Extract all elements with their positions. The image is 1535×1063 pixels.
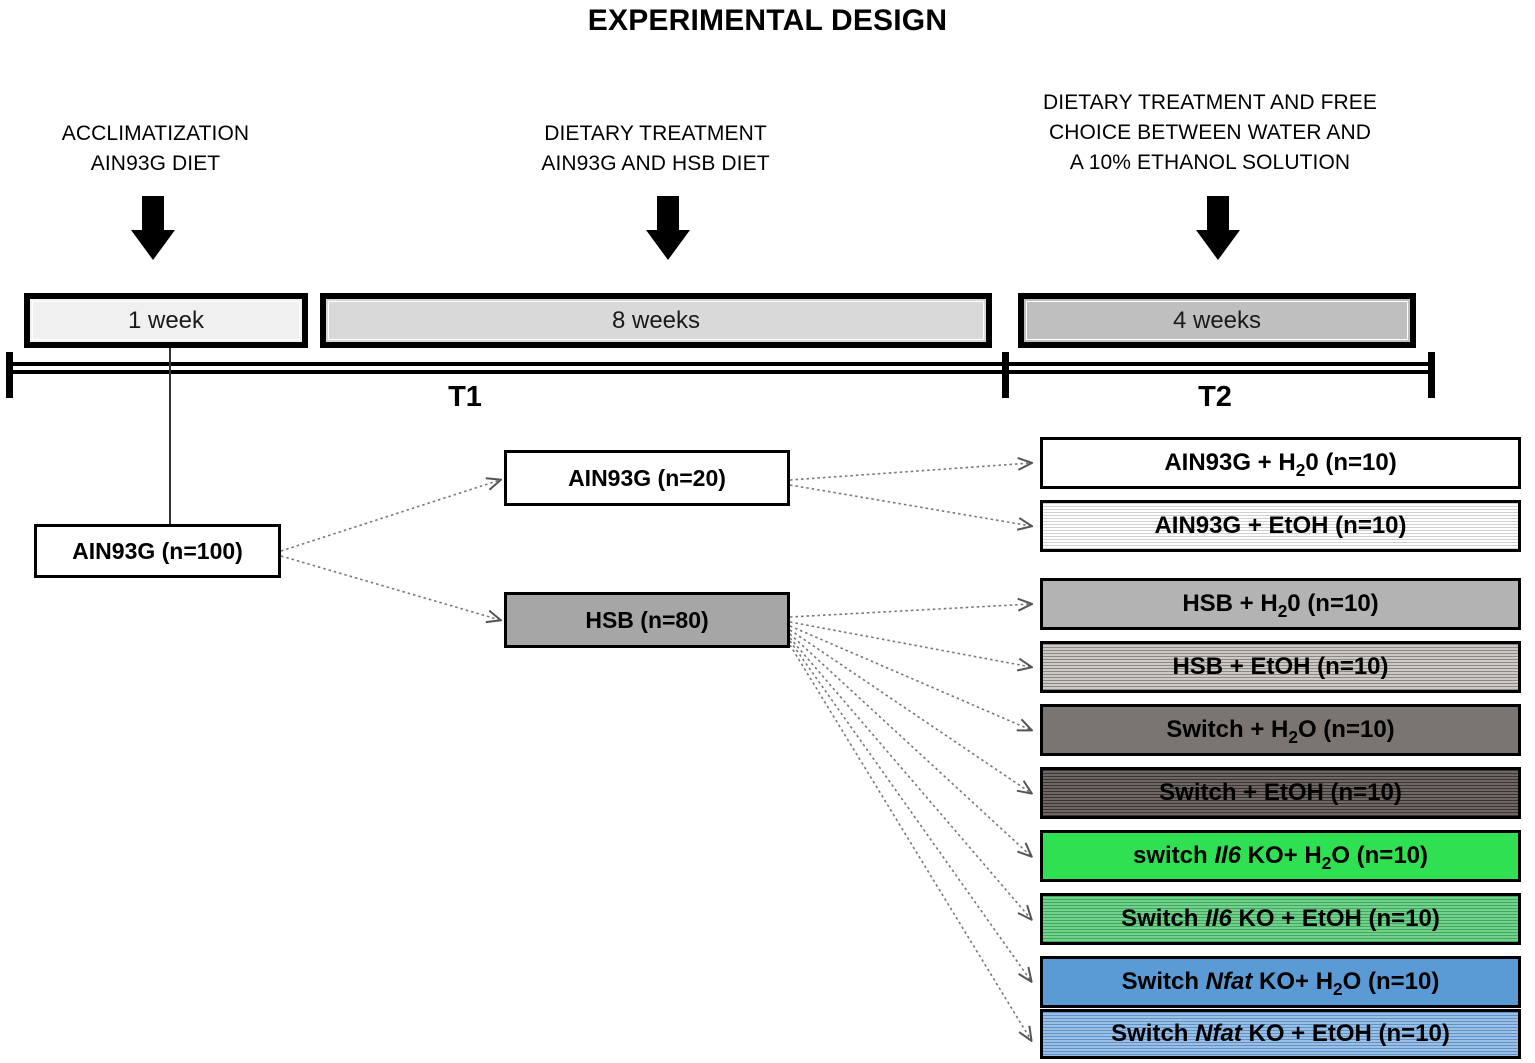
gene-name: Nfat xyxy=(1205,968,1253,995)
outcome-box-label: switch Il6 KO+ H2O (n=10) xyxy=(1132,842,1429,873)
outcome-box-label: AIN93G + EtOH (n=10) xyxy=(1154,512,1407,539)
outcome-box-label: AIN93G + H20 (n=10) xyxy=(1164,449,1397,480)
timeline-bar-label: 4 weeks xyxy=(1172,306,1262,334)
phase-caption-line2: AIN93G AND HSB DIET xyxy=(541,151,770,175)
timeline-axis-upper xyxy=(6,362,1435,366)
outcome-box-switch-nfat-etoh[interactable]: Switch Nfat KO + EtOH (n=10) xyxy=(1040,1009,1521,1059)
phase-caption-line1: DIETARY TREATMENT xyxy=(544,122,767,145)
outcome-box-hsb-h2o[interactable]: HSB + H20 (n=10) xyxy=(1040,578,1521,630)
phase-caption-dietary-treatment: DIETARY TREATMENT AIN93G AND HSB DIET xyxy=(508,119,803,179)
timepoint-label-t2: T2 xyxy=(1198,381,1232,413)
phase-caption-line2: AIN93G DIET xyxy=(90,151,221,175)
axis-tick-t1-t2 xyxy=(1002,352,1009,398)
outcome-box-switch-il6-h2o[interactable]: switch Il6 KO+ H2O (n=10) xyxy=(1040,830,1521,882)
phase-caption-line2: CHOICE BETWEEN WATER AND xyxy=(1048,120,1372,144)
outcome-box-hsb-etoh[interactable]: HSB + EtOH (n=10) xyxy=(1040,641,1521,693)
phase-caption-line1: DIETARY TREATMENT AND FREE xyxy=(1043,91,1377,114)
outcome-box-switch-il6-etoh[interactable]: Switch Il6 KO + EtOH (n=10) xyxy=(1040,893,1521,945)
phase-caption-line1: ACCLIMATIZATION xyxy=(61,122,250,145)
gene-name: Il6 xyxy=(1205,905,1232,932)
page-title: EXPERIMENTAL DESIGN xyxy=(587,4,948,37)
timeline-bar-label: 1 week xyxy=(127,306,205,334)
outcome-box-label: HSB + EtOH (n=10) xyxy=(1172,653,1389,680)
timeline-axis-lower xyxy=(6,370,1435,374)
gene-name: Il6 xyxy=(1214,842,1242,869)
outcome-box-label: Switch Il6 KO + EtOH (n=10) xyxy=(1121,905,1440,932)
outcome-box-label: Switch + H2O (n=10) xyxy=(1166,716,1395,747)
timeline-bar-free-choice: 4 weeks xyxy=(1018,293,1416,348)
timepoint-label-t1: T1 xyxy=(448,381,482,413)
outcome-box-label: HSB + H20 (n=10) xyxy=(1182,590,1379,621)
timeline-bar-label: 8 weeks xyxy=(611,306,701,334)
gene-name: Nfat xyxy=(1195,1020,1242,1047)
outcome-box-label: Switch + EtOH (n=10) xyxy=(1159,779,1402,806)
outcome-box-ain93g-h2o[interactable]: AIN93G + H20 (n=10) xyxy=(1040,437,1521,489)
timeline-bar-dietary-treatment: 8 weeks xyxy=(320,293,992,348)
outcome-box-label: Switch Nfat KO+ H2O (n=10) xyxy=(1121,968,1440,999)
cohort-box-label: AIN93G (n=20) xyxy=(568,464,726,491)
outcome-box-switch-nfat-h2o[interactable]: Switch Nfat KO+ H2O (n=10) xyxy=(1040,956,1521,1008)
cohort-box-hsb-80[interactable]: HSB (n=80) xyxy=(504,592,790,648)
phase-arrow-dietary-treatment-icon xyxy=(646,196,690,262)
outcome-box-switch-etoh[interactable]: Switch + EtOH (n=10) xyxy=(1040,767,1521,819)
phase-arrow-free-choice-icon xyxy=(1196,196,1240,262)
timeline-bar-acclimatization: 1 week xyxy=(24,293,308,348)
cohort-box-label: AIN93G (n=100) xyxy=(72,537,243,564)
phase-caption-acclimatization: ACCLIMATIZATION AIN93G DIET xyxy=(18,119,293,179)
phase-caption-line3: A 10% ETHANOL SOLUTION xyxy=(1069,150,1351,174)
cohort-box-baseline[interactable]: AIN93G (n=100) xyxy=(34,524,281,578)
phase-caption-free-choice: DIETARY TREATMENT AND FREE CHOICE BETWEE… xyxy=(1000,88,1420,177)
outcome-box-switch-h2o[interactable]: Switch + H2O (n=10) xyxy=(1040,704,1521,756)
phase-arrow-acclimatization-icon xyxy=(131,196,175,262)
outcome-box-ain93g-etoh[interactable]: AIN93G + EtOH (n=10) xyxy=(1040,500,1521,552)
outcome-box-label: Switch Nfat KO + EtOH (n=10) xyxy=(1111,1020,1450,1047)
cohort-box-ain93g-20[interactable]: AIN93G (n=20) xyxy=(504,450,790,506)
axis-tick-end xyxy=(1428,352,1435,398)
cohort-box-label: HSB (n=80) xyxy=(585,606,709,633)
axis-tick-start xyxy=(6,352,13,398)
